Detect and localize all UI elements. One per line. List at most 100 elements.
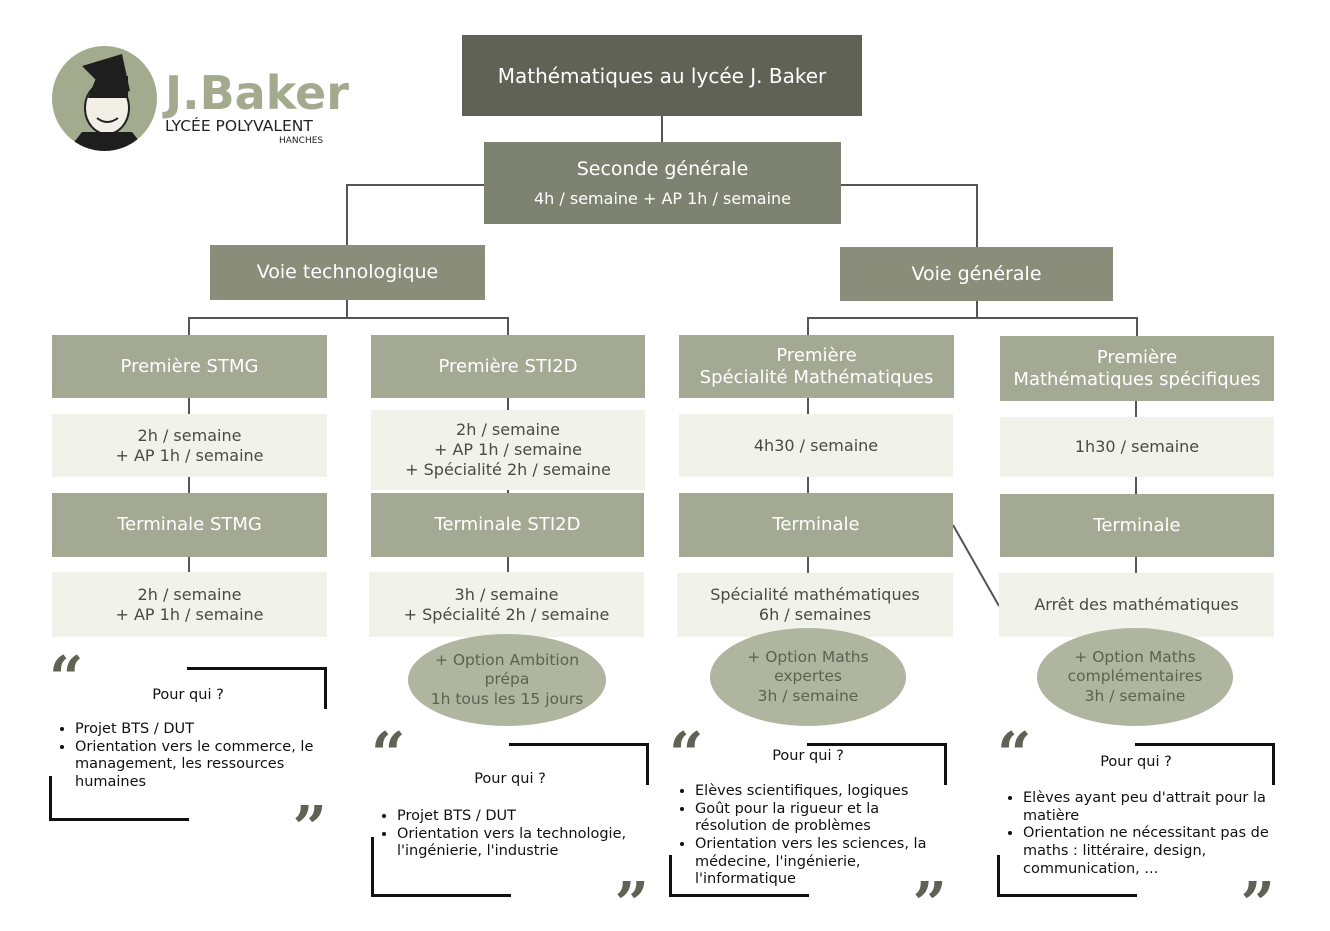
hours-box: 2h / semaine+ AP 1h / semaine+ Spécialit… — [371, 410, 645, 490]
logo-portrait — [52, 46, 157, 151]
portrait-icon — [67, 54, 147, 151]
connector — [346, 184, 484, 186]
voie-generale-box: Voie générale — [840, 247, 1113, 301]
open-quote-icon: “ — [997, 720, 1032, 790]
hours-line: 2h / semaine — [456, 420, 560, 439]
quote-title: Pour qui ? — [474, 771, 546, 787]
voie-generale-label: Voie générale — [911, 262, 1042, 285]
connector — [661, 116, 663, 142]
terminale-label: Terminale — [772, 514, 860, 536]
quote-list: Projet BTS / DUTOrientation vers le comm… — [57, 721, 323, 792]
hours-line: + AP 1h / semaine — [433, 440, 583, 459]
premiere-label: Première — [1096, 346, 1178, 368]
quote-block: “ ” Pour qui ? Projet BTS / DUTOrientati… — [371, 725, 649, 931]
premiere-stmg-box: Première STMG — [52, 335, 327, 398]
quote-block: “ ” Pour qui ? Elèves scientifiques, log… — [669, 725, 947, 931]
premiere-label: Première — [776, 344, 857, 366]
connector — [807, 317, 809, 335]
terminale-stmg-box: Terminale STMG — [52, 493, 327, 557]
terminale-box: Terminale — [1000, 494, 1274, 557]
premiere-label: Première STI2D — [438, 355, 578, 377]
quote-list: Projet BTS / DUTOrientation vers la tech… — [379, 808, 645, 861]
option-line: + Option Ambition — [434, 650, 580, 669]
hours-line: Arrêt des mathématiques — [1034, 595, 1239, 614]
quote-item: Orientation vers les sciences, la médeci… — [695, 836, 943, 889]
terminale-box: Terminale — [679, 493, 953, 557]
connector — [346, 300, 348, 318]
connector — [346, 184, 348, 245]
hours-line: 3h / semaine — [454, 584, 559, 604]
logo-subtitle: LYCÉE POLYVALENT — [165, 117, 313, 135]
hours-box: 2h / semaine+ AP 1h / semaine — [52, 414, 327, 477]
option-line: 1h tous les 15 jours — [430, 689, 584, 708]
close-quote-icon: ” — [912, 870, 947, 931]
hours-box: 2h / semaine+ AP 1h / semaine — [52, 572, 327, 637]
quote-title: Pour qui ? — [152, 687, 224, 703]
voie-techno-box: Voie technologique — [210, 245, 485, 300]
connector — [807, 398, 809, 573]
close-quote-icon: ” — [614, 870, 649, 931]
connector — [976, 301, 978, 318]
close-quote-icon: ” — [292, 794, 327, 864]
quote-item: Projet BTS / DUT — [397, 808, 645, 826]
terminale-sti2d-box: Terminale STI2D — [371, 493, 644, 557]
connector — [841, 184, 978, 186]
option-line: 3h / semaine — [757, 686, 859, 705]
premiere-label: Mathématiques spécifiques — [1013, 368, 1261, 390]
hours-box: 4h30 / semaine — [679, 414, 953, 477]
premiere-label: Première STMG — [120, 355, 259, 377]
quote-block: “ ” Pour qui ? Elèves ayant peu d'attrai… — [997, 725, 1275, 931]
connector — [1135, 400, 1137, 573]
connector — [188, 317, 509, 319]
connector — [976, 184, 978, 247]
connector — [507, 317, 509, 335]
quote-title: Pour qui ? — [1100, 754, 1172, 770]
hours-line: 4h30 / semaine — [753, 435, 879, 455]
premiere-label: Spécialité Mathématiques — [699, 366, 934, 388]
terminale-label: Terminale — [1093, 514, 1181, 536]
quote-title: Pour qui ? — [772, 748, 844, 764]
connector — [188, 398, 190, 573]
title-box: Mathématiques au lycée J. Baker — [462, 35, 862, 116]
quote-item: Elèves scientifiques, logiques — [695, 783, 943, 801]
terminale-label: Terminale STMG — [117, 514, 262, 536]
quote-item: Elèves ayant peu d'attrait pour la matiè… — [1023, 790, 1271, 825]
terminale-label: Terminale STI2D — [434, 514, 581, 536]
hours-line: + AP 1h / semaine — [115, 604, 264, 624]
option-line: + Option Maths — [747, 647, 869, 666]
quote-item: Orientation ne nécessitant pas de maths … — [1023, 825, 1271, 878]
voie-techno-label: Voie technologique — [256, 261, 439, 284]
open-quote-icon: “ — [49, 644, 84, 714]
premiere-sti2d-box: Première STI2D — [371, 335, 645, 398]
connector — [1136, 317, 1138, 336]
connector — [807, 317, 1138, 319]
hours-box: Arrêt des mathématiques — [999, 573, 1274, 637]
hours-box: 3h / semaine+ Spécialité 2h / semaine — [369, 572, 644, 637]
quote-item: Goût pour la rigueur et la résolution de… — [695, 801, 943, 836]
quote-item: Orientation vers le commerce, le managem… — [75, 739, 323, 792]
close-quote-icon: ” — [1240, 870, 1275, 931]
logo-name: J.Baker — [165, 66, 349, 120]
hours-line: + Spécialité 2h / semaine — [403, 604, 610, 624]
option-line: complémentaires — [1067, 667, 1203, 686]
hours-line: 6h / semaines — [758, 605, 872, 624]
quote-item: Orientation vers la technologie, l'ingén… — [397, 826, 645, 861]
seconde-hours: 4h / semaine + AP 1h / semaine — [533, 188, 792, 208]
connector — [188, 317, 190, 335]
option-line: 3h / semaine — [1084, 686, 1186, 705]
diagonal-connector — [952, 524, 1000, 607]
option-line: expertes — [774, 667, 842, 686]
quote-list: Elèves scientifiques, logiquesGoût pour … — [677, 783, 943, 889]
hours-box: 1h30 / semaine — [1000, 417, 1274, 477]
title: Mathématiques au lycée J. Baker — [497, 63, 827, 88]
seconde-label: Seconde générale — [576, 158, 749, 180]
open-quote-icon: “ — [669, 720, 704, 790]
open-quote-icon: “ — [371, 720, 406, 790]
hours-line: 1h30 / semaine — [1074, 437, 1200, 456]
